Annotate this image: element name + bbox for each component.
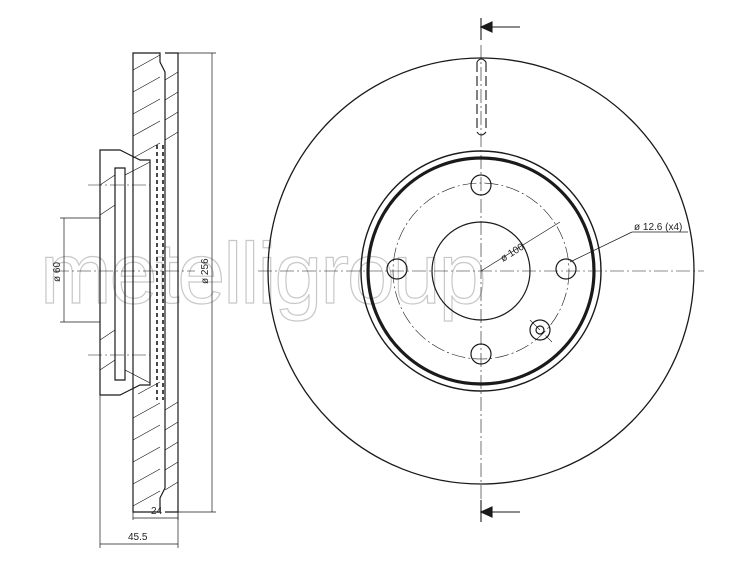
label-height: 45.5 (128, 532, 148, 543)
label-pcd: ø 100 (499, 241, 527, 264)
front-view (258, 18, 704, 522)
label-diameter-256: ø 256 (200, 258, 211, 284)
disc-section-outline (132, 52, 166, 513)
label-bolt-holes: ø 12.6 (x4) (634, 222, 682, 233)
side-centerlines (55, 184, 195, 356)
section-marker-top (476, 18, 520, 136)
disc-right-cheek (165, 52, 179, 513)
bolt-hole-left (386, 258, 408, 280)
watermark-text: metelligroup (40, 226, 484, 322)
side-view (55, 52, 216, 548)
locating-hole (529, 319, 551, 341)
hub-hat-section (99, 149, 151, 396)
hub-inner-bore (114, 167, 126, 381)
locating-hole-inner (535, 325, 545, 335)
leader-pcd (480, 221, 561, 272)
bolt-hole-right (555, 258, 577, 280)
leader-bolt-holes (569, 231, 688, 263)
dimension-diameter-60 (60, 217, 100, 323)
label-thickness: 24 (151, 506, 163, 517)
section-marker-bottom (479, 500, 520, 522)
section-hatching (99, 54, 179, 507)
dimension-height (99, 395, 179, 548)
dimension-diameter-256 (178, 52, 216, 513)
vent-vanes (156, 145, 164, 400)
label-diameter-60: ø 60 (52, 262, 63, 282)
